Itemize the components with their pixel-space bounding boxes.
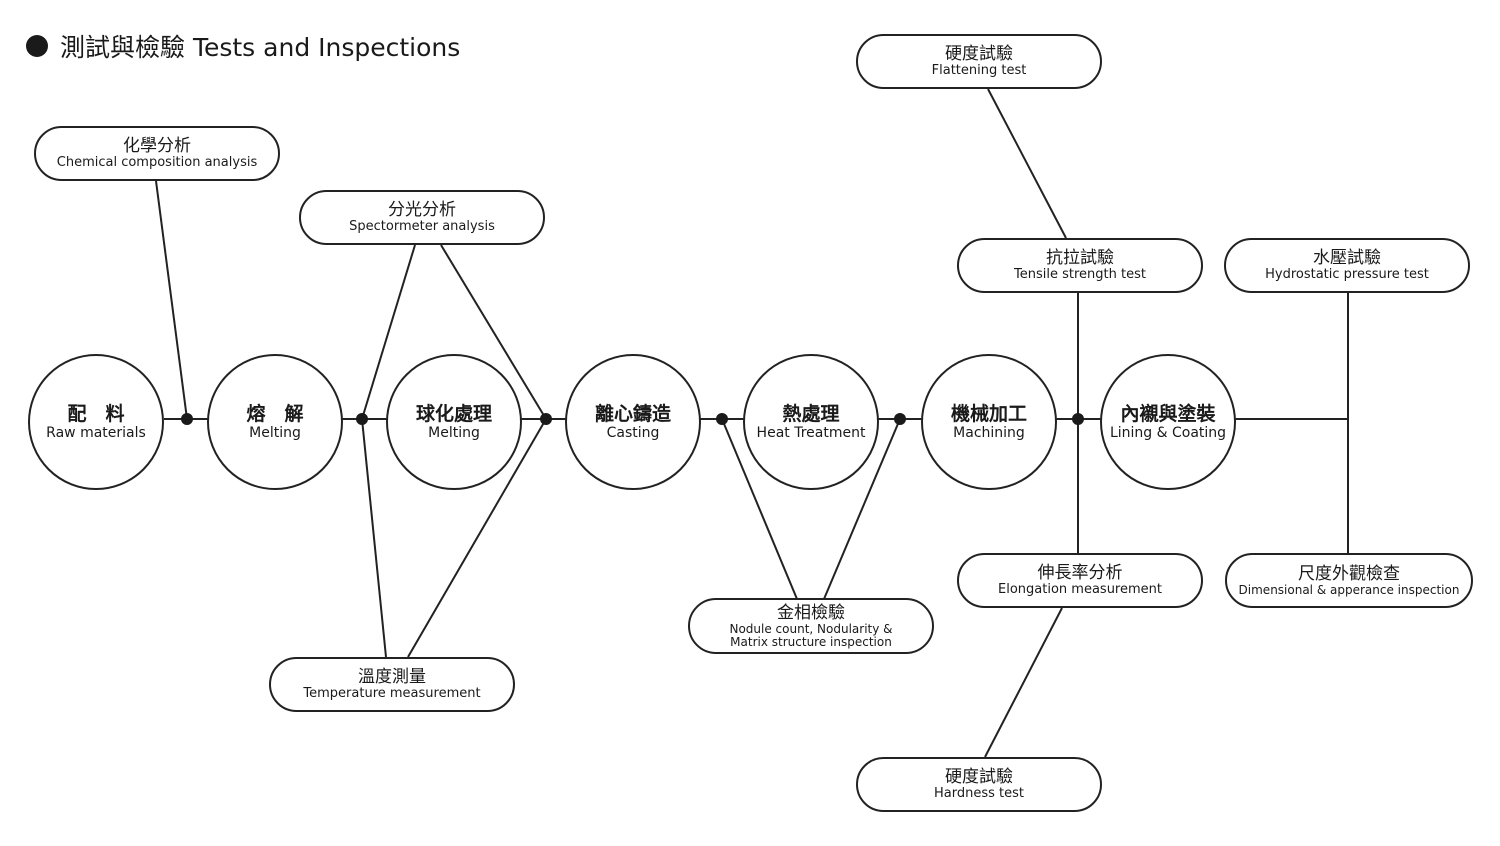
step-label-zh: 離心鑄造	[594, 402, 671, 425]
test-label-en: Temperature measurement	[303, 686, 481, 701]
test-dimensional-appearance: 尺度外觀檢查 Dimensional & apperance inspectio…	[1225, 553, 1473, 608]
junction-dot	[894, 413, 906, 425]
step-raw-materials: 配 料 Raw materials	[28, 354, 164, 490]
connector-temperature-casting	[407, 418, 547, 658]
step-label-zh: 熔 解	[246, 402, 304, 425]
step-label-zh: 熱處理	[782, 402, 840, 425]
step-lining-coating: 內襯與塗裝 Lining & Coating	[1100, 354, 1236, 490]
page-title-text: 測試與檢驗 Tests and Inspections	[60, 33, 461, 62]
connector-metallographic-left	[721, 418, 798, 600]
step-label-en: Lining & Coating	[1109, 424, 1227, 441]
test-tensile-strength: 抗拉試驗 Tensile strength test	[957, 238, 1203, 293]
step-label-en: Raw materials	[46, 424, 146, 441]
step-label-zh: 球化處理	[415, 402, 492, 425]
test-spectrometer-analysis: 分光分析 Spectormeter analysis	[299, 190, 545, 245]
step-label-en: Machining	[953, 424, 1025, 441]
test-label-zh: 化學分析	[123, 136, 191, 156]
connector-metallographic-right	[823, 418, 901, 600]
test-hydrostatic-pressure: 水壓試驗 Hydrostatic pressure test	[1224, 238, 1470, 293]
test-label-en: Tensile strength test	[1014, 267, 1146, 282]
test-label-en: Hardness test	[934, 786, 1024, 801]
test-label-zh: 分光分析	[388, 200, 456, 220]
test-label-en: Nodule count, Nodularity &	[729, 621, 893, 636]
step-label-zh: 機械加工	[950, 402, 1027, 425]
test-label-en: Dimensional & apperance inspection	[1238, 582, 1460, 597]
connector-spectrometer-casting	[440, 244, 547, 420]
test-label-zh: 伸長率分析	[1037, 563, 1123, 583]
page-title: 測試與檢驗 Tests and Inspections	[26, 28, 460, 64]
junction-dot	[716, 413, 728, 425]
connector-chemical	[155, 180, 188, 420]
test-hardness: 硬度試驗 Hardness test	[856, 757, 1102, 812]
test-label-zh: 尺度外觀檢查	[1298, 563, 1400, 584]
test-elongation: 伸長率分析 Elongation measurement	[957, 553, 1203, 608]
step-melting: 熔 解 Melting	[207, 354, 343, 490]
test-temperature-measurement: 溫度測量 Temperature measurement	[269, 657, 515, 712]
step-casting: 離心鑄造 Casting	[565, 354, 701, 490]
test-label-zh: 水壓試驗	[1313, 248, 1381, 268]
test-flattening: 硬度試驗 Flattening test	[856, 34, 1102, 89]
connector-spectrometer-melting	[361, 244, 416, 420]
bullet-icon	[26, 35, 48, 57]
test-label-en: Hydrostatic pressure test	[1265, 267, 1429, 282]
test-metallographic-inspection: 金相檢驗 Nodule count, Nodularity & Matrix s…	[688, 598, 934, 654]
test-label-zh: 硬度試驗	[945, 767, 1013, 787]
step-label-en: Heat Treatment	[756, 424, 866, 441]
test-label-en: Flattening test	[931, 63, 1027, 78]
step-spheroidizing: 球化處理 Melting	[386, 354, 522, 490]
test-label-en: Elongation measurement	[998, 582, 1162, 597]
test-label-zh: 硬度試驗	[945, 44, 1013, 64]
test-label-en-line2: Matrix structure inspection	[730, 634, 892, 649]
test-label-zh: 溫度測量	[358, 667, 426, 687]
step-label-en: Melting	[249, 424, 301, 441]
junction-dot	[1072, 413, 1084, 425]
test-chemical-analysis: 化學分析 Chemical composition analysis	[34, 126, 280, 181]
connector-flattening	[987, 88, 1067, 239]
test-label-en: Spectormeter analysis	[349, 219, 495, 234]
step-machining: 機械加工 Machining	[921, 354, 1057, 490]
test-label-zh: 抗拉試驗	[1046, 248, 1114, 268]
junction-dot	[356, 413, 368, 425]
step-heat-treatment: 熱處理 Heat Treatment	[743, 354, 879, 490]
step-label-en: Casting	[606, 424, 660, 441]
connector-temperature-melting	[361, 418, 387, 658]
step-label-en: Melting	[428, 424, 480, 441]
connector-hardness	[984, 607, 1063, 758]
step-label-zh: 配 料	[67, 402, 125, 425]
step-label-zh: 內襯與塗裝	[1120, 402, 1216, 425]
test-label-en: Chemical composition analysis	[56, 155, 258, 170]
junction-dot	[181, 413, 193, 425]
test-label-zh: 金相檢驗	[777, 602, 845, 623]
junction-dot	[540, 413, 552, 425]
